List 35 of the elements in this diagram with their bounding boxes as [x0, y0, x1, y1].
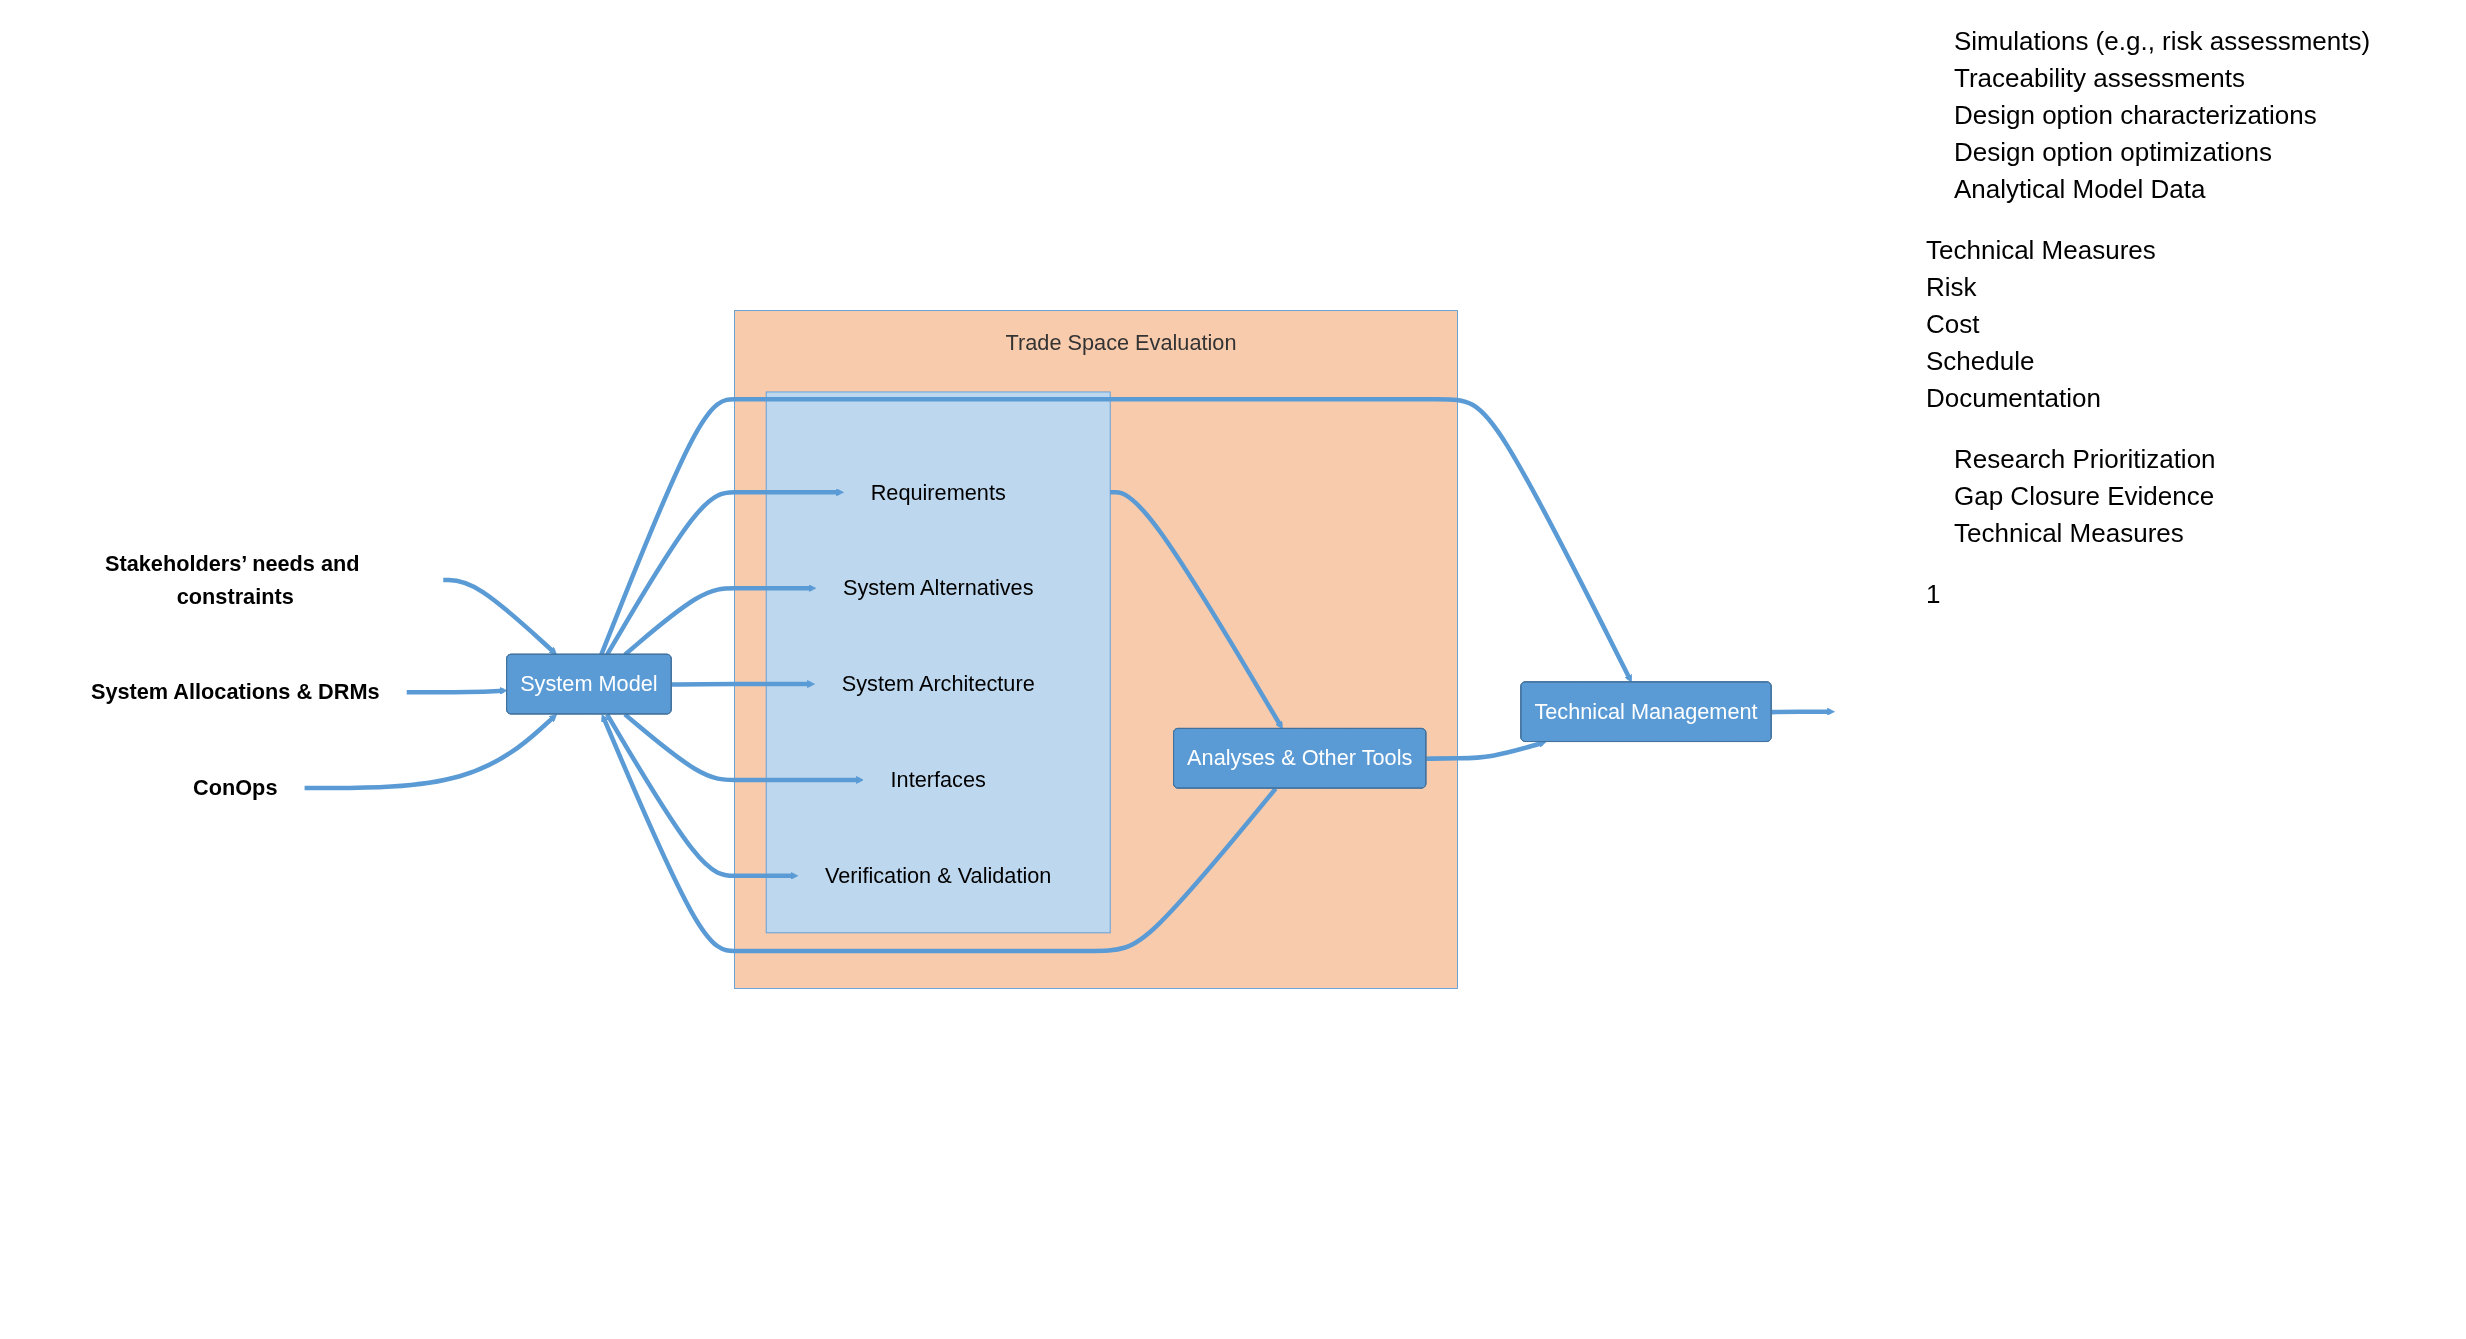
arrow: [1771, 707, 1835, 716]
arrow: [304, 714, 557, 791]
node-text: Requirements: [870, 479, 1006, 505]
node-text: System Architecture: [841, 671, 1035, 696]
bullet-item: Simulations (e.g., risk assessments): [1953, 26, 2372, 57]
node-text: Verification & Validation: [824, 863, 1052, 888]
arrow: [443, 577, 557, 656]
bullet-item: Design option characterizations: [1953, 100, 2318, 131]
note-text: Documentation: [1926, 383, 2102, 414]
note-text: Cost: [1926, 309, 1981, 340]
note-text: 1: [1926, 579, 1942, 610]
note-text: Risk: [1926, 272, 1978, 303]
node-text: Interfaces: [890, 767, 986, 792]
cluster: [765, 391, 1111, 934]
arrow: [605, 488, 844, 656]
bullet-item: Design option optimizations: [1953, 137, 2273, 168]
bullet-item: Traceability assessments: [1953, 63, 2246, 94]
bullet-item: Technical Measures: [1953, 518, 2185, 549]
node-text: Stakeholders’ needs and constraints: [104, 551, 360, 609]
note-text: Technical Measures: [1926, 235, 2157, 266]
arrow: [671, 680, 815, 689]
arrow: [605, 713, 799, 880]
bullet-item: Research Prioritization: [1953, 444, 2217, 475]
arrow: [599, 396, 1632, 683]
arrow: [1426, 740, 1547, 761]
arrow: [1110, 490, 1283, 730]
node-text: ConOps: [193, 775, 278, 800]
bullet-item: Analytical Model Data: [1953, 174, 2207, 205]
note-text: Schedule: [1926, 346, 2036, 377]
arrow: [623, 712, 864, 784]
arrow: [406, 686, 508, 695]
node-text: System Alternatives: [842, 575, 1034, 600]
arrow: [601, 714, 1278, 954]
bullet-item: Gap Closure Evidence: [1953, 481, 2216, 512]
node-text: System Allocations & DRMs: [90, 679, 380, 704]
